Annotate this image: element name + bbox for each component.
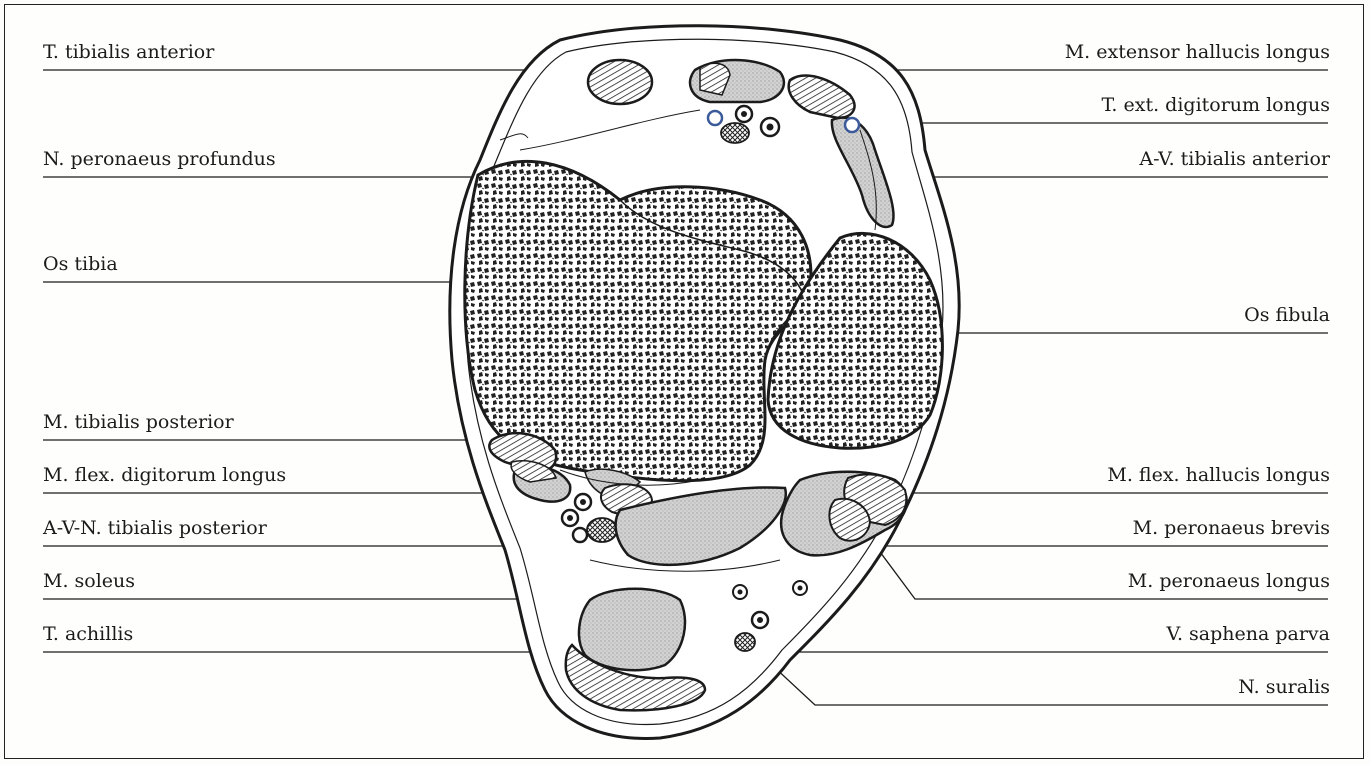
label-tibialis-posterior: M. tibialis posterior [43, 411, 234, 433]
label-extensor-hallucis-longus: M. extensor hallucis longus [1065, 41, 1330, 63]
label-suralis: N. suralis [1238, 676, 1330, 698]
label-flex-hallucis-longus: M. flex. hallucis longus [1107, 464, 1330, 486]
label-peronaeus-longus: M. peronaeus longus [1128, 570, 1330, 592]
edl-vessel-dot [845, 118, 859, 132]
label-flex-digitorum-longus: M. flex. digitorum longus [43, 464, 286, 486]
label-os-fibula: Os fibula [1244, 304, 1330, 326]
label-soleus: M. soleus [43, 570, 135, 592]
tibialis-anterior-tendon [588, 60, 652, 104]
label-peronaeus-profundus: N. peronaeus profundus [43, 148, 276, 170]
label-peronaeus-brevis: M. peronaeus brevis [1133, 517, 1330, 539]
label-tibialis-anterior: T. tibialis anterior [43, 41, 214, 63]
soleus-muscle [579, 589, 685, 670]
label-os-tibia: Os tibia [43, 253, 118, 275]
label-avn-tibialis-posterior: A-V-N. tibialis posterior [43, 517, 267, 539]
label-av-tibialis-anterior: A-V. tibialis anterior [1139, 148, 1330, 170]
label-achillis: T. achillis [43, 623, 133, 645]
label-saphena-parva: V. saphena parva [1167, 623, 1330, 645]
label-ext-digitorum-longus: T. ext. digitorum longus [1102, 94, 1330, 116]
